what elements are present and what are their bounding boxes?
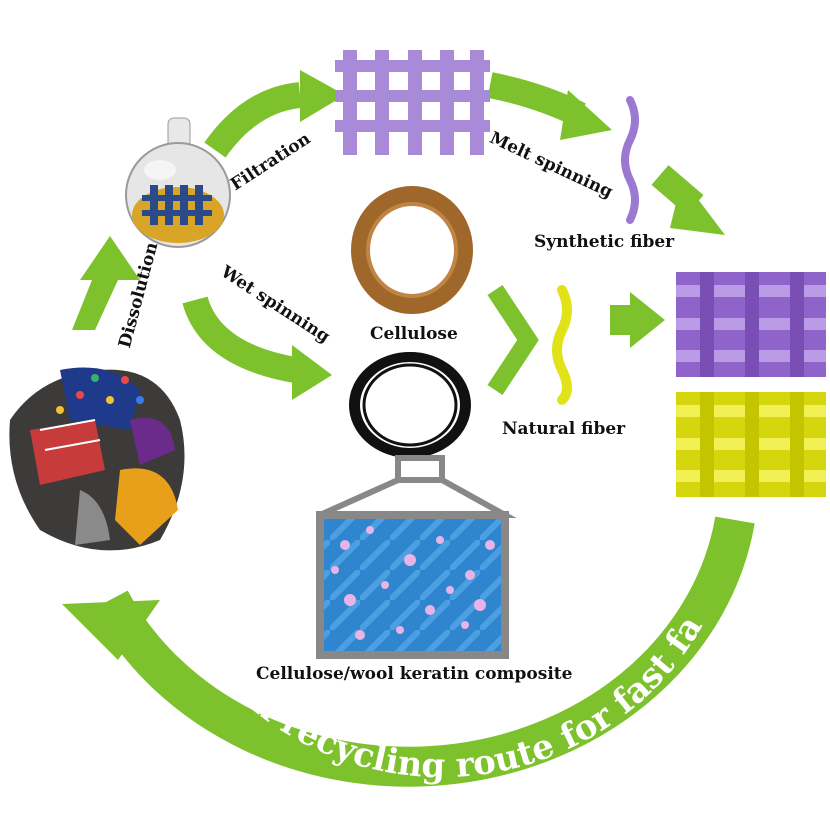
label-synthetic-fiber: Synthetic fiber	[534, 232, 675, 252]
label-natural-fiber: Natural fiber	[502, 419, 626, 439]
natural-fabric	[676, 392, 826, 497]
arrow-to-synthetic-fabric	[651, 165, 725, 235]
clothes-pile-image	[9, 367, 185, 551]
synthetic-fabric	[676, 272, 826, 377]
arrow-dissolution	[72, 236, 140, 330]
arrow-filtration	[204, 70, 345, 158]
label-cellulose: Cellulose	[370, 324, 458, 344]
arrow-melt-spinning	[487, 72, 612, 140]
flask-icon	[125, 117, 231, 248]
arrow-wet-spinning	[182, 295, 332, 400]
label-composite: Cellulose/wool keratin composite	[256, 664, 573, 684]
arrow-to-natural-fabric	[610, 292, 665, 348]
natural-fiber-strand	[552, 285, 572, 405]
micrograph-callout	[316, 455, 517, 659]
synthetic-fiber-strand	[621, 96, 639, 224]
return-arc-arrow	[62, 516, 755, 787]
composite-coil	[349, 352, 471, 458]
filtered-polymer-mesh	[335, 50, 490, 155]
bracket-arrow	[487, 285, 539, 395]
cellulose-coil	[351, 186, 473, 314]
